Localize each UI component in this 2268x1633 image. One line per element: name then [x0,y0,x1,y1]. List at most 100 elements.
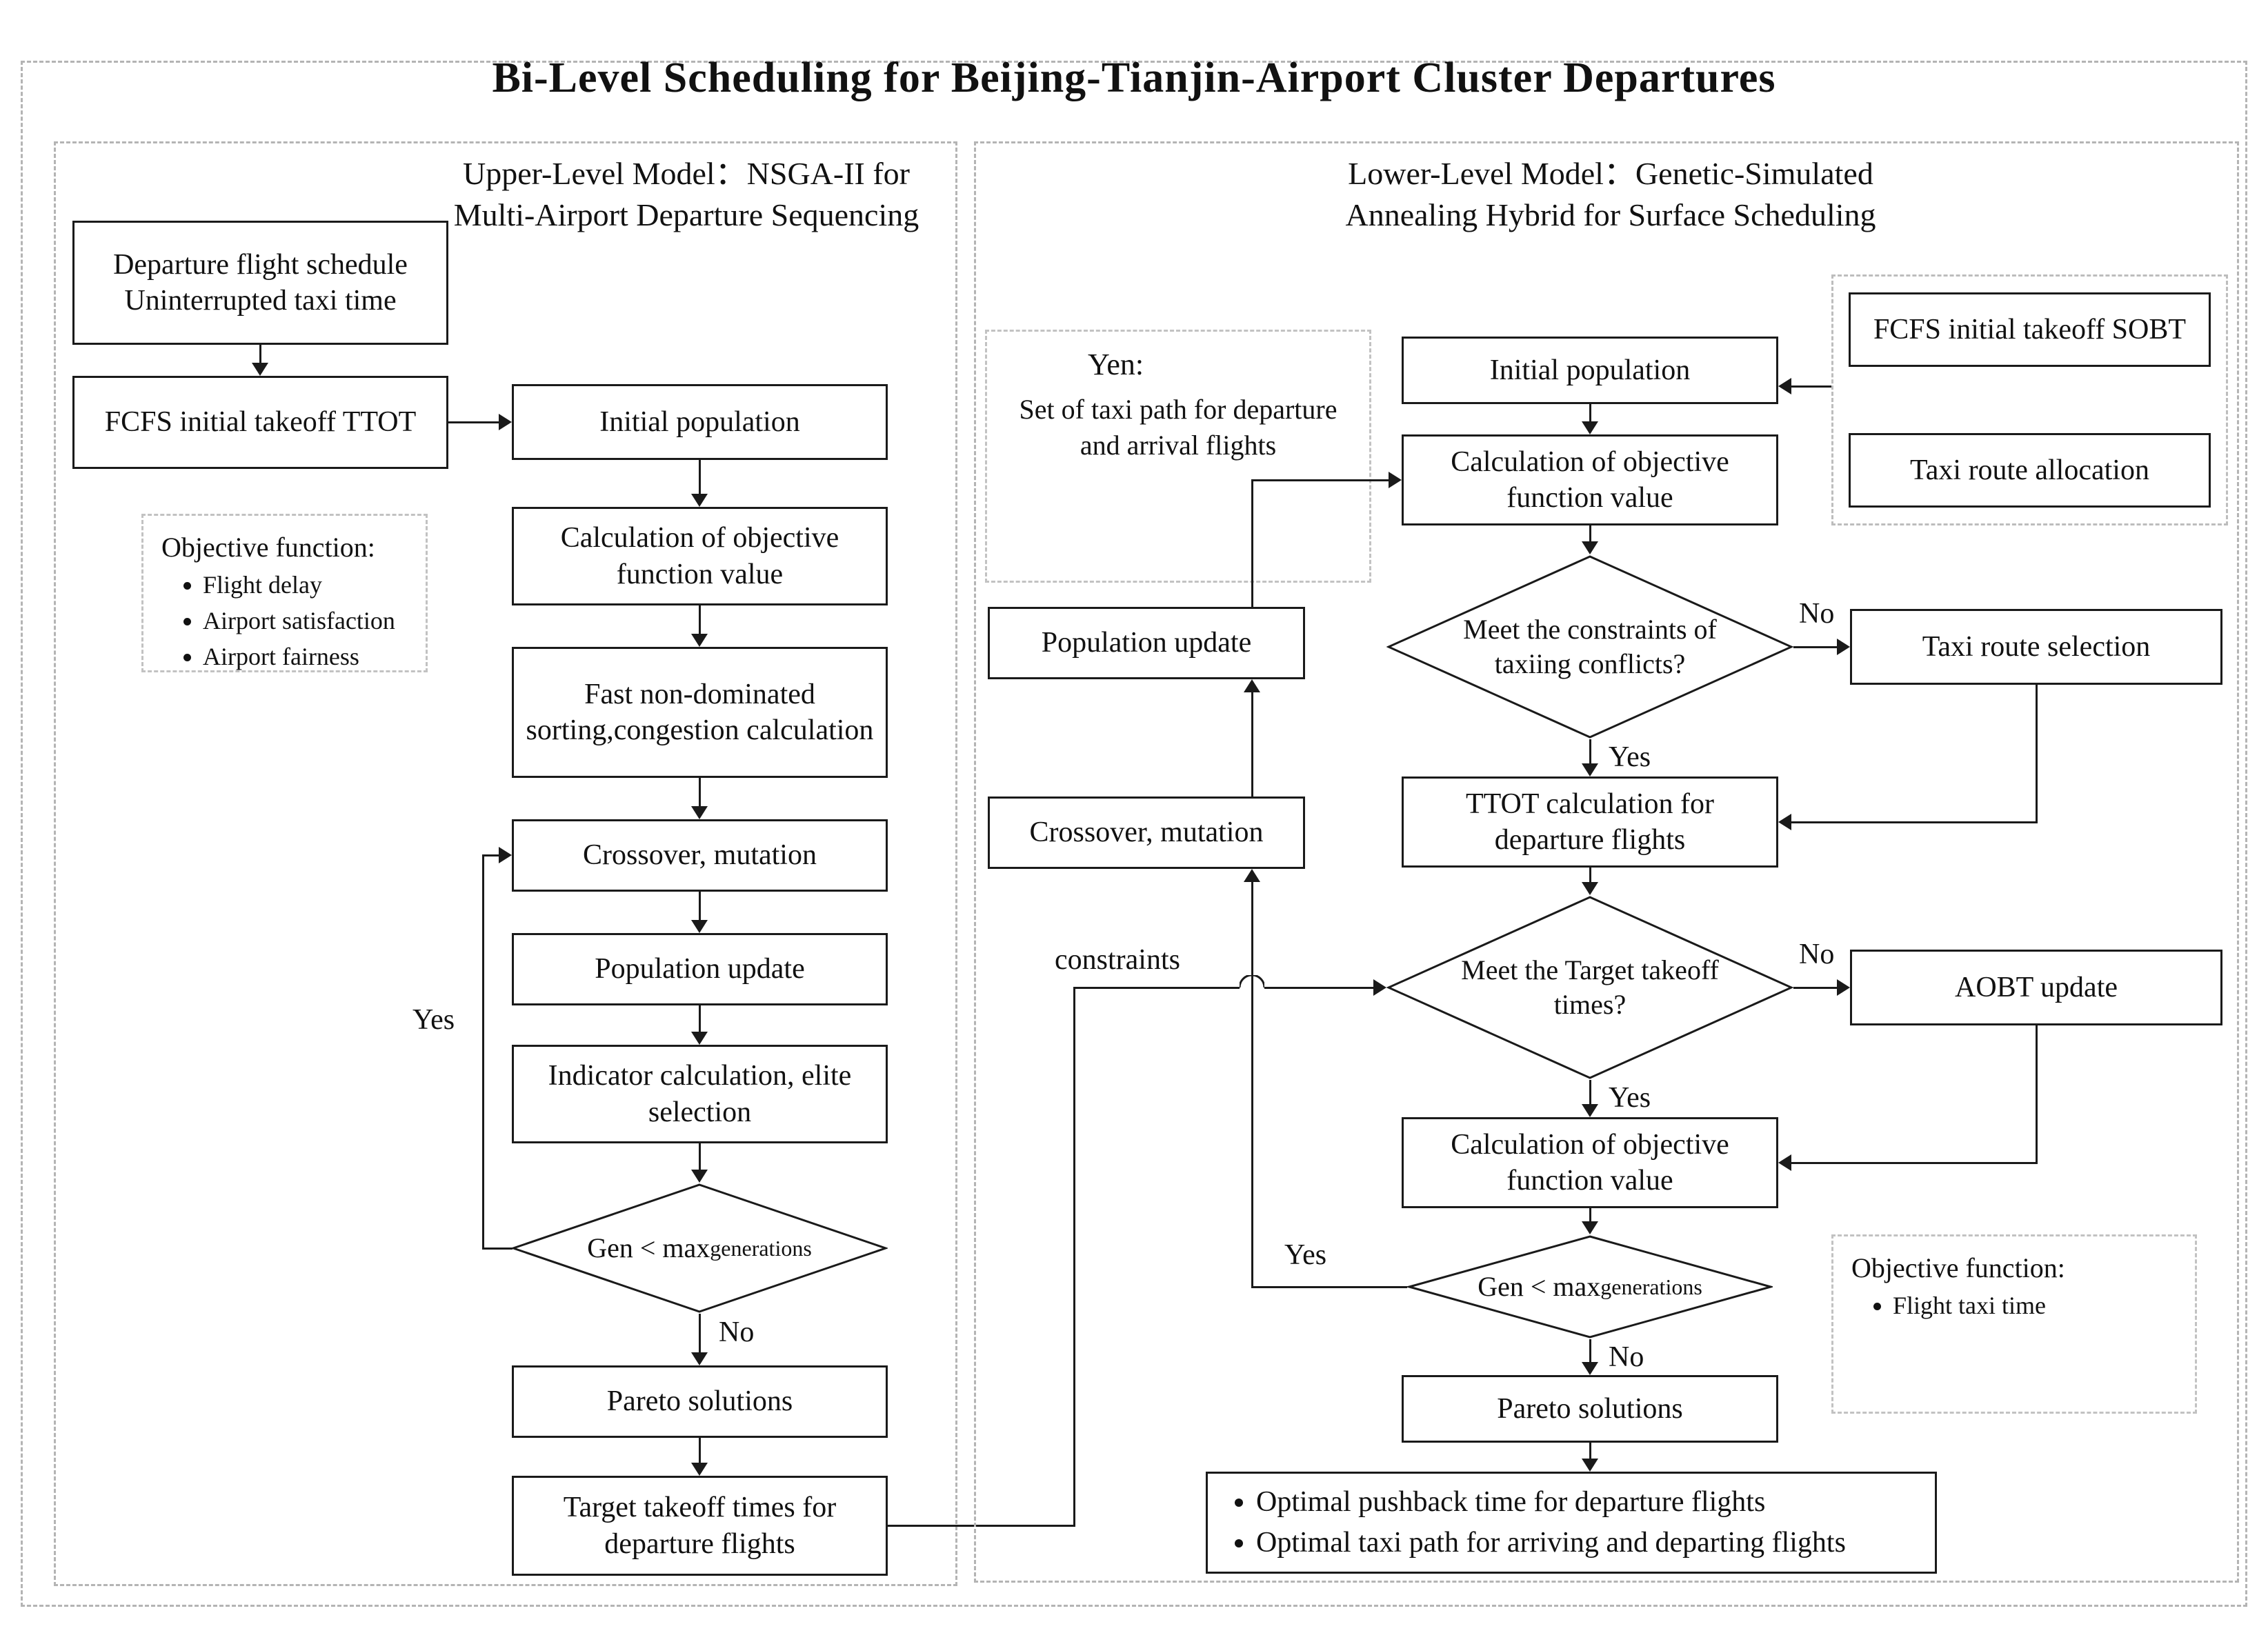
yen-title: Yen: [1088,348,1144,381]
box-fcfs-sobt: FCFS initial takeoff SOBT [1849,292,2211,367]
label-no-gen-lower: No [1609,1341,1644,1373]
arrowhead [499,847,512,863]
arrowhead [252,363,268,376]
flow-line [1073,987,1240,989]
box-indicator: Indicator calculation, elite selection [512,1045,888,1143]
list-item: Optimal pushback time for departure flig… [1256,1482,1846,1523]
label-constraints: constraints [1055,944,1180,976]
flow-line [699,1438,701,1465]
list-item: Airport satisfaction [203,606,408,635]
output-list: Optimal pushback time for departure flig… [1208,1482,1846,1563]
arrowhead [499,414,512,430]
arrowhead [1244,869,1260,882]
lower-header-line2: Annealing Hybrid for Surface Scheduling [1345,197,1876,232]
flow-line [1589,1339,1591,1364]
list-item: Optimal taxi path for arriving and depar… [1256,1523,1846,1563]
gen-text-main: Gen < max [587,1232,710,1263]
diamond-gen-lower-text: Gen < max generations [1435,1255,1745,1319]
upper-header-line2: Multi-Airport Departure Sequencing [453,197,919,232]
label-yes-conflicts: Yes [1609,741,1651,773]
arrowhead [691,806,708,819]
arrowhead [1778,1154,1791,1171]
arrowhead [1582,1459,1598,1472]
flow-line [1589,404,1591,423]
upper-objective-list: Flight delayAirport satisfactionAirport … [161,570,408,671]
label-yes-gen-lower: Yes [1284,1239,1327,1271]
arrowhead [1582,421,1598,434]
box-fcfs-ttot: FCFS initial takeoff TTOT [72,376,448,469]
flow-line [699,460,701,496]
flow-line [699,892,701,922]
flow-line [1589,868,1591,884]
outer-frame [21,61,2247,1607]
gen-text-main: Gen < max [1478,1271,1601,1302]
flow-line [699,605,701,636]
flow-line [2036,685,2038,822]
arrowhead [1837,979,1850,996]
arrowhead [1582,763,1598,777]
flow-line [699,1143,701,1172]
flow-line [699,1005,701,1034]
box-departure-schedule: Departure flight schedule Uninterrupted … [72,221,448,345]
flow-line [1073,987,1075,1527]
arrowhead [691,920,708,933]
arrowhead [1373,979,1386,996]
diamond-target-times [1386,896,1793,1079]
flow-line [1264,987,1374,989]
label-no-upper: No [719,1316,755,1348]
arrowhead [1389,472,1402,488]
box-ttot-calc: TTOT calculation for departure flights [1402,777,1778,868]
flow-line [699,778,701,808]
list-item: Flight delay [203,570,408,599]
box-calc-objective-upper: Calculation of objective function value [512,507,888,605]
arrowhead [1837,639,1850,655]
flow-line [1589,1080,1591,1105]
arrowhead [691,634,708,647]
upper-objective-title: Objective function: [161,532,375,563]
arrowhead [1582,541,1598,554]
flow-line [1788,385,1831,388]
upper-header: Upper-Level Model：NSGA-II for Multi-Airp… [324,153,1048,236]
diamond-gen-upper-text: Gen < max generations [546,1214,853,1283]
label-yes-target: Yes [1609,1082,1651,1114]
flow-line [2036,1025,2038,1163]
flow-line [699,1314,701,1354]
box-aobt-update: AOBT update [1850,950,2222,1025]
arrowhead [1244,679,1260,692]
box-calc-objective-lower-1: Calculation of objective function value [1402,434,1778,525]
flow-line [1589,739,1591,765]
list-item: Airport fairness [203,642,408,671]
flow-line [448,421,501,423]
upper-objective-note: Objective function: Flight delayAirport … [141,514,428,672]
flow-line [1251,692,1253,797]
flow-line [1251,479,1253,607]
arrowhead [691,1032,708,1045]
flow-line [1589,1443,1591,1461]
flow-line [1791,821,2038,823]
arrowhead [691,1352,708,1365]
box-target-takeoff: Target takeoff times for departure fligh… [512,1476,888,1576]
diamond-gen-upper [511,1183,888,1313]
upper-header-line1: Upper-Level Model：NSGA-II for [463,156,910,191]
box-calc-objective-lower-2: Calculation of objective function value [1402,1117,1778,1208]
arrowhead [1582,1104,1598,1117]
arrowhead [1582,1362,1598,1375]
box-population-update-upper: Population update [512,933,888,1005]
box-taxi-route-selection: Taxi route selection [1850,609,2222,685]
flow-line [482,854,484,1249]
gen-text-small: generations [710,1236,812,1261]
box-initial-population-lower: Initial population [1402,337,1778,404]
arrowhead [1778,378,1791,394]
label-yes-upper: Yes [412,1004,455,1036]
flow-line [1791,1162,2038,1164]
list-item: Flight taxi time [1893,1291,2177,1320]
lower-header-line1: Lower-Level Model：Genetic-Simulated [1348,156,1873,191]
box-crossover-lower: Crossover, mutation [988,797,1305,869]
upper-level-panel [54,141,957,1586]
flow-line [1793,646,1838,648]
flow-line [888,1525,1075,1527]
flow-line [259,345,261,365]
lower-header: Lower-Level Model：Genetic-Simulated Anne… [1214,153,2007,236]
box-pareto-lower: Pareto solutions [1402,1375,1778,1443]
yen-body: Set of taxi path for departure and arriv… [1019,394,1337,461]
